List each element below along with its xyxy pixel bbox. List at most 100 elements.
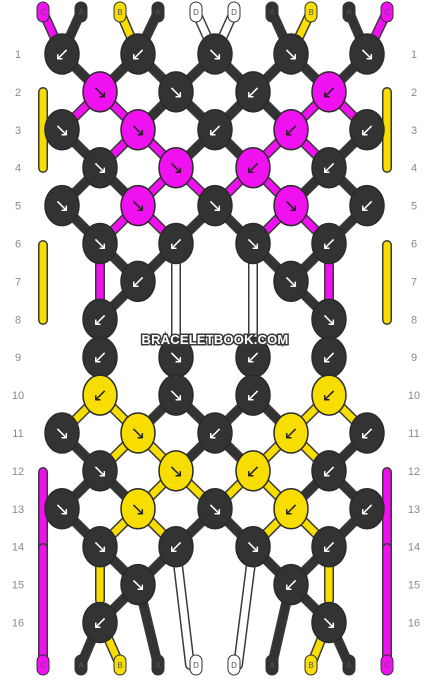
knot-arrow-icon: ↘ [207, 499, 222, 520]
knot-arrow-icon: ↙ [321, 537, 336, 558]
knot-arrow-icon: ↙ [245, 385, 260, 406]
knot: ↘ [82, 450, 118, 492]
knot-arrow-icon: ↘ [321, 613, 336, 634]
knot: ↙ [311, 525, 347, 568]
knot: ↙ [235, 450, 271, 492]
svg-text:A: A [78, 661, 84, 670]
knot-arrow-icon: ↙ [130, 271, 145, 292]
knot-arrow-icon: ↘ [283, 44, 298, 65]
knot: ↙ [197, 109, 233, 151]
knot-arrow-icon: ↙ [54, 44, 69, 65]
svg-text:D: D [231, 8, 237, 17]
knot: ↙ [311, 222, 347, 265]
string-end-letter: B [304, 654, 318, 676]
svg-text:D: D [193, 8, 199, 17]
knot-arrow-icon: ↘ [283, 196, 298, 217]
knot: ↙ [120, 260, 156, 303]
svg-text:C: C [384, 661, 390, 670]
knot: ↙ [120, 33, 156, 75]
string-end-letter: C [36, 654, 50, 676]
knot-arrow-icon: ↙ [245, 158, 260, 179]
knot: ↙ [311, 374, 347, 416]
knot: ↘ [82, 222, 118, 265]
knot: ↘ [158, 336, 194, 378]
knot-arrow-icon: ↘ [54, 423, 69, 444]
svg-text:C: C [384, 8, 390, 17]
knot-arrow-icon: ↙ [130, 44, 145, 65]
row-label-right: 13 [408, 504, 420, 516]
knot: ↙ [311, 146, 347, 189]
knot-arrow-icon: ↘ [92, 537, 107, 558]
row-label-left: 12 [12, 466, 24, 478]
string-start-letter: A [265, 1, 279, 23]
row-label-right: 4 [411, 163, 417, 175]
svg-text:A: A [155, 8, 161, 17]
string-start-letter: C [36, 1, 50, 23]
knot: ↘ [120, 109, 156, 151]
knot: ↘ [235, 525, 271, 568]
string-end-letter: A [74, 654, 88, 676]
knot-arrow-icon: ↘ [130, 120, 145, 141]
knot: ↙ [273, 563, 309, 606]
svg-text:D: D [193, 661, 199, 670]
knot: ↙ [82, 374, 118, 416]
row-label-right: 10 [408, 390, 420, 402]
knot-arrow-icon: ↙ [321, 234, 336, 255]
knot: ↙ [82, 336, 118, 378]
row-label-left: 2 [15, 87, 21, 99]
string-start-letter: D [189, 1, 203, 23]
row-label-right: 7 [411, 276, 417, 288]
string-end-letter: D [189, 654, 203, 676]
knot: ↙ [82, 601, 118, 644]
row-label-left: 8 [15, 314, 21, 326]
knot-arrow-icon: ↙ [321, 82, 336, 103]
string-end-letter: B [113, 654, 127, 676]
knot: ↙ [273, 412, 309, 454]
knot: ↙ [82, 298, 118, 341]
knot-arrow-icon: ↙ [321, 385, 336, 406]
svg-text:A: A [269, 8, 275, 17]
row-label-right: 8 [411, 314, 417, 326]
knot: ↙ [273, 488, 309, 530]
knot: ↘ [197, 184, 233, 227]
knot: ↙ [44, 33, 80, 75]
row-label-left: 5 [15, 201, 21, 213]
string-end-letter: A [342, 654, 356, 676]
row-label-left: 15 [12, 580, 24, 592]
knots: ↙↙↘↘↘↘↘↙↙↘↘↙↙↙↘↘↙↙↘↘↘↘↙↘↙↘↙↙↘↙↘↙↘↙↙↙↘↙↙↘… [44, 33, 385, 644]
knot-arrow-icon: ↙ [207, 423, 222, 444]
svg-text:C: C [40, 8, 46, 17]
row-label-left: 4 [15, 163, 21, 175]
row-label-right: 12 [408, 466, 420, 478]
knot: ↘ [44, 412, 80, 454]
knot-arrow-icon: ↘ [168, 347, 183, 368]
knot: ↘ [158, 374, 194, 416]
svg-text:A: A [155, 661, 161, 670]
knot-arrow-icon: ↘ [54, 499, 69, 520]
knot: ↘ [158, 450, 194, 492]
row-label-right: 1 [411, 49, 417, 61]
knot: ↙ [273, 109, 309, 151]
knot: ↙ [197, 412, 233, 454]
knot-arrow-icon: ↙ [245, 347, 260, 368]
row-label-left: 9 [15, 352, 21, 364]
row-label-left: 1 [15, 49, 21, 61]
knot-arrow-icon: ↙ [207, 120, 222, 141]
svg-text:A: A [78, 8, 84, 17]
knot-arrow-icon: ↘ [321, 309, 336, 330]
svg-text:B: B [117, 661, 122, 670]
knot-arrow-icon: ↙ [92, 347, 107, 368]
knot-arrow-icon: ↘ [245, 234, 260, 255]
knot: ↘ [44, 109, 80, 151]
knot-arrow-icon: ↘ [92, 158, 107, 179]
row-label-right: 14 [408, 542, 420, 554]
string-end-letter: A [265, 654, 279, 676]
knot-arrow-icon: ↙ [283, 423, 298, 444]
knot-arrow-icon: ↙ [245, 461, 260, 482]
row-label-left: 7 [15, 276, 21, 288]
knot-arrow-icon: ↙ [168, 234, 183, 255]
knot-arrow-icon: ↘ [245, 537, 260, 558]
knot-arrow-icon: ↙ [321, 461, 336, 482]
knot: ↘ [120, 184, 156, 227]
